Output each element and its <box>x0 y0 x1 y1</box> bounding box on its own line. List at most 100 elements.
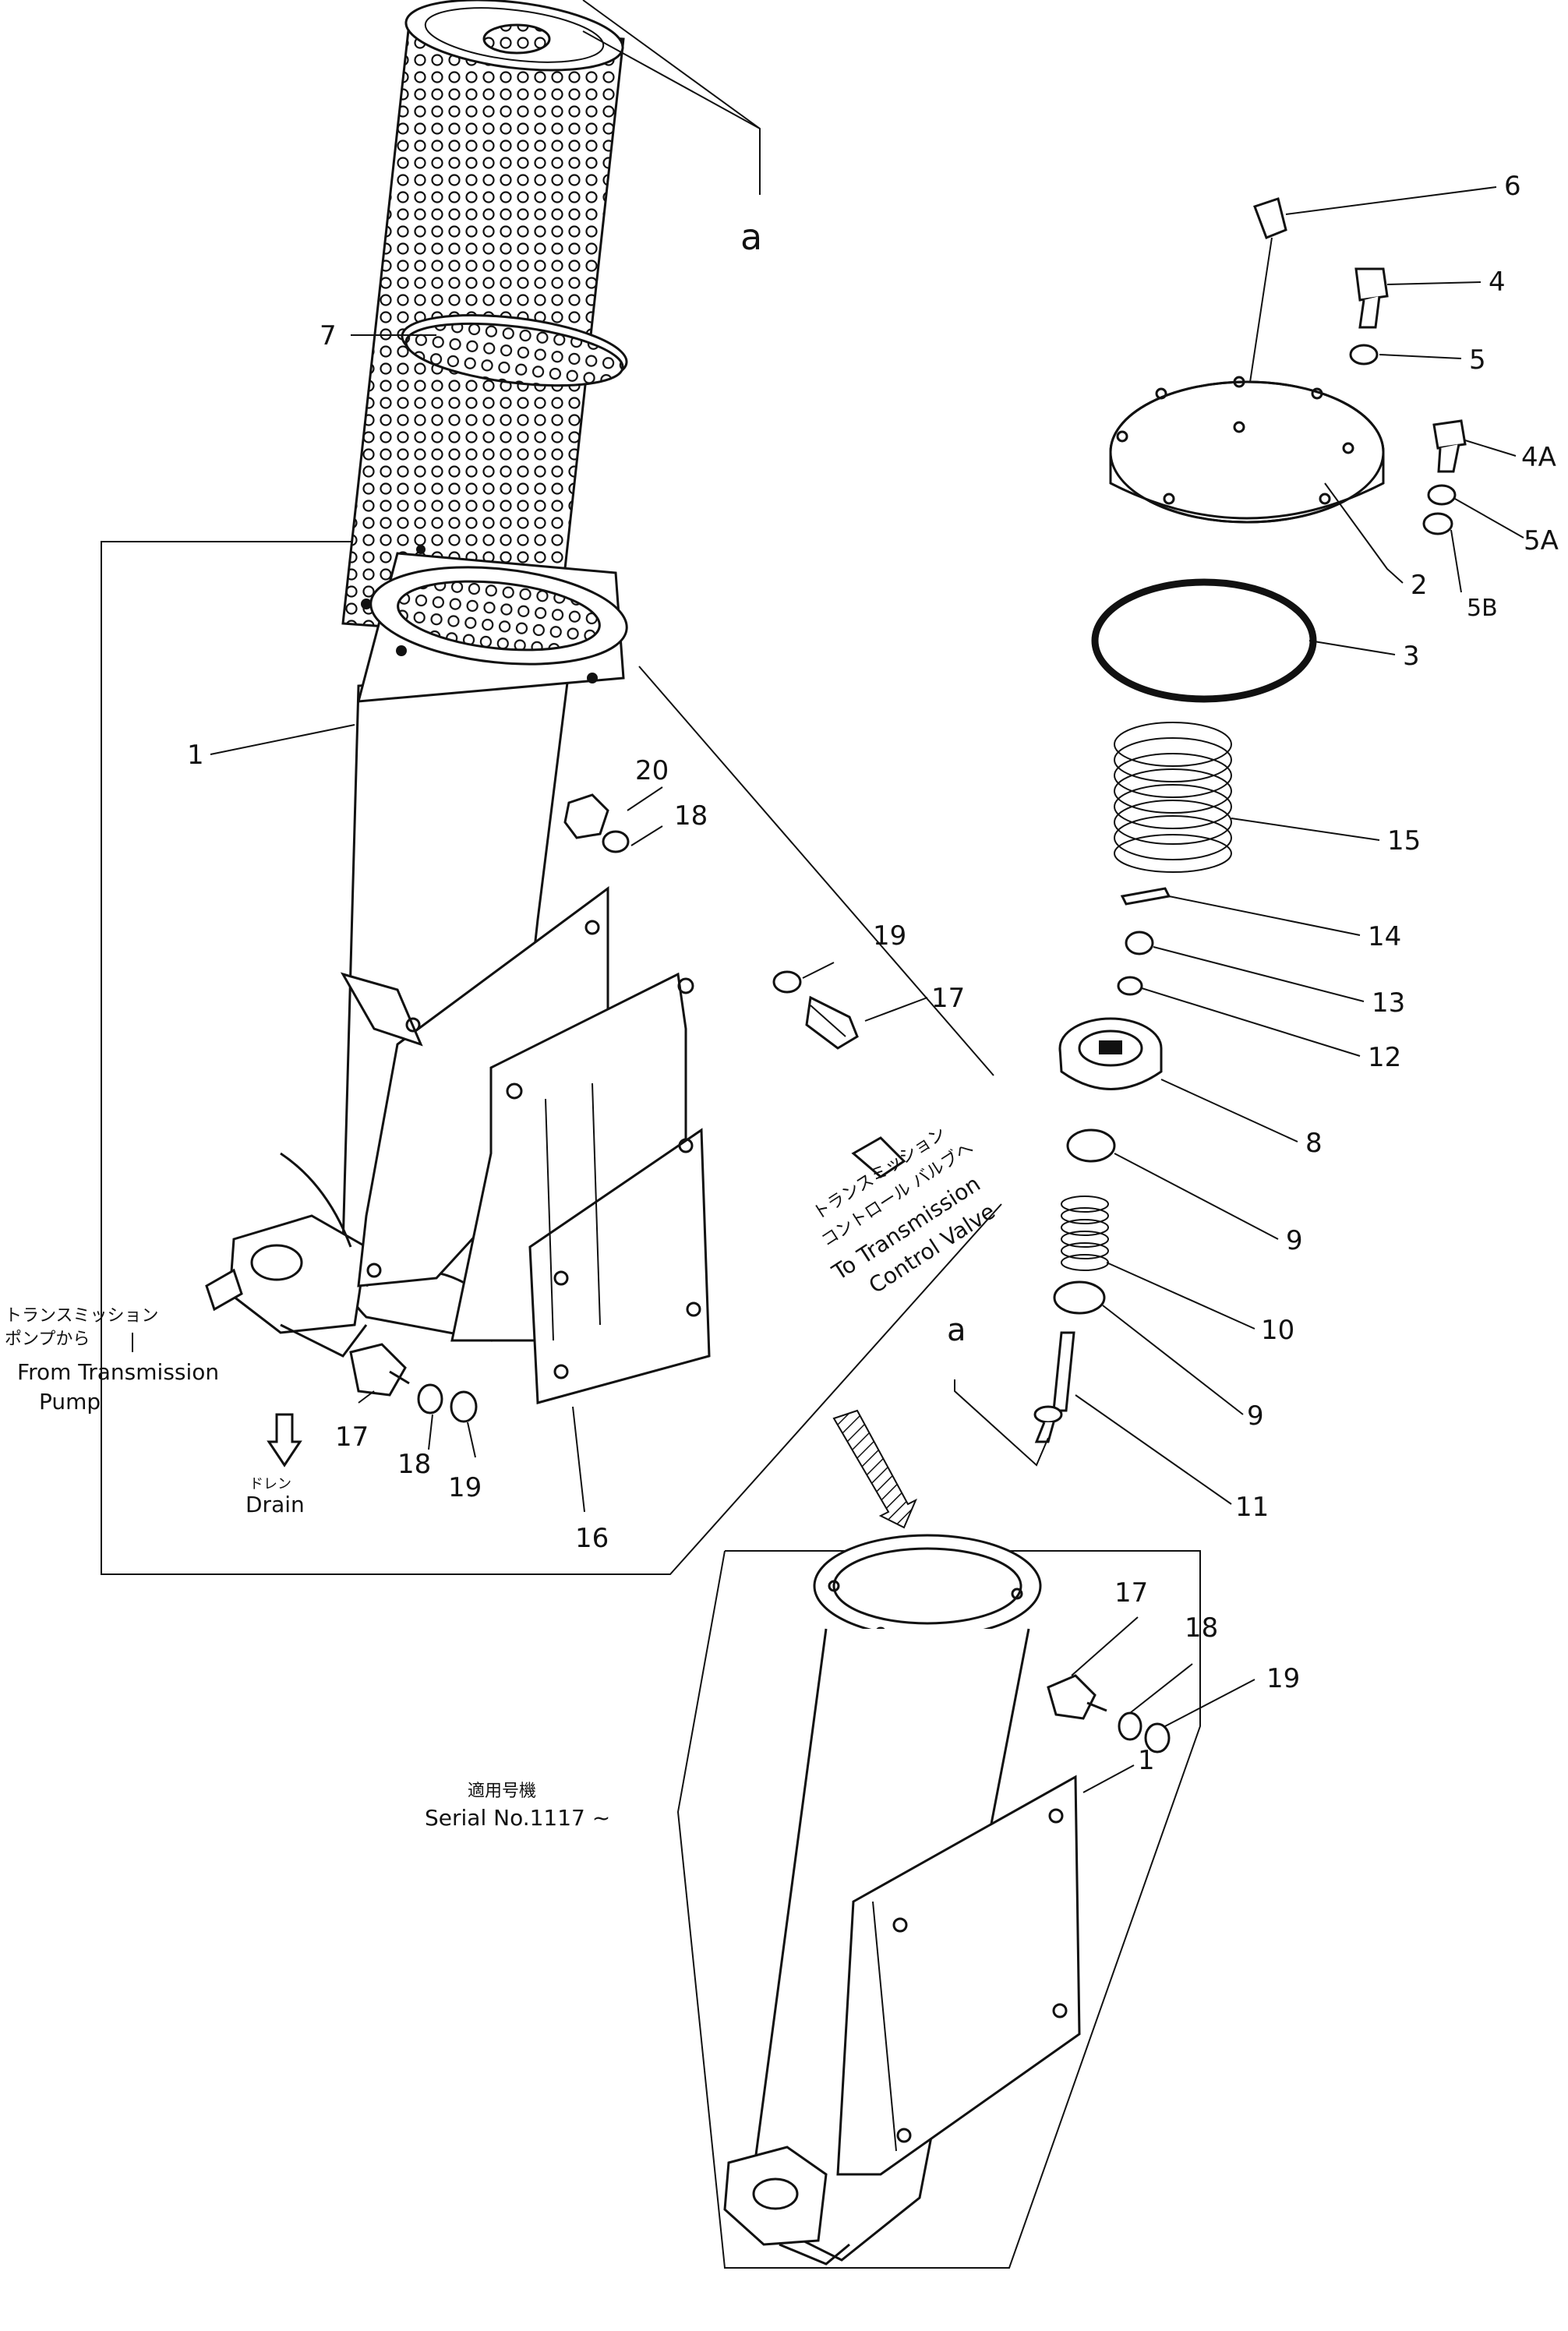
leader-line <box>1168 895 1361 936</box>
leader-line <box>358 1390 375 1404</box>
label-6: 6 <box>1504 171 1521 202</box>
leader-line <box>210 724 355 755</box>
case-bracket <box>340 886 609 1287</box>
inset-frame-line <box>676 1550 1201 2269</box>
inset-bolt-17 <box>1047 1674 1171 1754</box>
o-ring-3 <box>1091 578 1317 703</box>
leader-line <box>467 1422 476 1458</box>
leader-line <box>1386 281 1481 285</box>
label-13: 13 <box>1372 987 1405 1019</box>
label-9-upper: 9 <box>1286 1225 1303 1256</box>
label-10: 10 <box>1261 1315 1294 1346</box>
ref-a-line-top <box>582 30 761 129</box>
cotter-pin-14 <box>1120 887 1171 906</box>
label-17-inset: 17 <box>1114 1577 1148 1609</box>
assembly-frame-line <box>638 666 994 1076</box>
label-1-inset: 1 <box>1138 1745 1155 1776</box>
flow-arrow-drain <box>267 1413 302 1467</box>
leader-line <box>1153 946 1365 1002</box>
ref-a-line-side <box>954 1379 1049 1467</box>
label-4a: 4A <box>1521 442 1556 473</box>
label-19-lower: 19 <box>448 1472 482 1503</box>
from-pump-en-line2: Pump <box>39 1389 101 1414</box>
leader-line <box>1106 1262 1255 1330</box>
from-pump-jp-line2: ポンプから <box>5 1330 90 1349</box>
label-3: 3 <box>1403 641 1420 672</box>
label-4: 4 <box>1489 267 1506 298</box>
label-18-top: 18 <box>674 800 708 832</box>
washer-5b <box>1422 512 1453 535</box>
leader-line <box>1141 987 1361 1057</box>
leader-line <box>1324 482 1404 584</box>
leader-line <box>1231 818 1380 841</box>
bolt-17-lower <box>349 1343 478 1423</box>
strainer-element <box>341 0 628 641</box>
leader-line <box>1450 529 1462 593</box>
plug-6 <box>1253 197 1287 239</box>
flow-arrow-to-valve <box>851 1136 906 1178</box>
leader-line <box>1129 1663 1193 1714</box>
label-11: 11 <box>1235 1492 1269 1523</box>
shaft-11 <box>1033 1331 1075 1443</box>
spring-10 <box>1061 1196 1109 1271</box>
valve-8 <box>1058 1017 1163 1090</box>
view-direction-arrow <box>832 1409 917 1529</box>
label-17-right: 17 <box>931 983 965 1014</box>
washer-5 <box>1349 344 1379 366</box>
label-7: 7 <box>320 320 337 351</box>
label-19-inset: 19 <box>1266 1663 1300 1694</box>
bolt-4 <box>1354 267 1389 329</box>
washer-5a <box>1427 484 1457 506</box>
label-18-inset: 18 <box>1185 1612 1218 1644</box>
leader-line <box>1160 1079 1298 1143</box>
from-pump-en-line1: From Transmission <box>17 1359 219 1385</box>
leader-line <box>1075 1394 1232 1505</box>
leader-line <box>627 786 663 811</box>
label-15: 15 <box>1387 825 1421 856</box>
leader-line <box>572 1406 585 1513</box>
bolt-4a <box>1432 419 1467 473</box>
cover-2 <box>1109 376 1385 524</box>
bolt-17-right <box>772 970 859 1050</box>
label-16: 16 <box>575 1523 609 1554</box>
washer-12 <box>1117 976 1143 996</box>
drain-jp: ドレン <box>249 1476 291 1492</box>
flow-arrow-from-pump <box>205 1268 243 1312</box>
label-9-lower: 9 <box>1247 1400 1264 1432</box>
leader-line <box>1308 640 1396 655</box>
nut-20 <box>563 793 630 853</box>
label-5a: 5A <box>1524 525 1559 556</box>
inset-strainer-case <box>723 1534 1081 2266</box>
drain-en: Drain <box>245 1492 305 1517</box>
leader-line <box>630 825 663 846</box>
label-2: 2 <box>1411 570 1428 601</box>
leader-line <box>1071 1616 1139 1676</box>
serial-en: Serial No.1117 ~ <box>425 1805 610 1831</box>
leader-line <box>1102 1305 1244 1415</box>
leader-line <box>1164 1679 1255 1727</box>
label-1: 1 <box>187 740 204 771</box>
leader-line <box>1114 1153 1279 1240</box>
seat-9-upper <box>1066 1128 1116 1163</box>
label-20: 20 <box>635 755 669 786</box>
seat-9-lower <box>1053 1280 1106 1315</box>
leader-line <box>1454 498 1524 539</box>
label-17-lower: 17 <box>335 1422 369 1453</box>
label-5: 5 <box>1469 344 1486 376</box>
label-18-lower: 18 <box>397 1449 431 1480</box>
label-19-right: 19 <box>873 920 906 952</box>
leader-line <box>1285 186 1497 215</box>
from-pump-jp-line1: トランスミッション <box>5 1306 159 1326</box>
leader-line <box>864 997 928 1022</box>
label-ref-a-side: a <box>947 1312 966 1348</box>
leader-line <box>428 1414 433 1450</box>
leader-line <box>802 962 835 979</box>
assembly-frame-line <box>101 541 1002 1575</box>
label-ref-a-top: a <box>740 216 762 258</box>
serial-jp: 適用号機 <box>468 1782 536 1801</box>
label-14: 14 <box>1368 921 1401 952</box>
nut-13 <box>1125 931 1154 955</box>
mounting-bracket <box>450 972 711 1404</box>
